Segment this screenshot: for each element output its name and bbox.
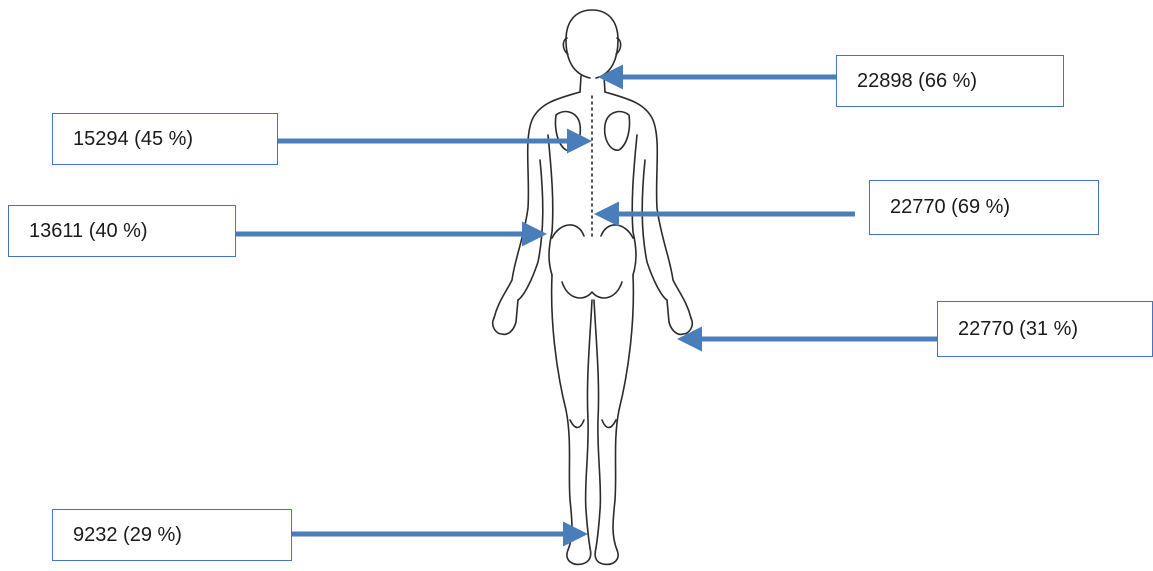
label-ankle-feet: 9232 (29 %) <box>73 524 182 547</box>
label-lower-back: 22770 (69 %) <box>890 196 1010 219</box>
label-elbow: 13611 (40 %) <box>29 220 148 243</box>
label-box-ankle-feet: 9232 (29 %) <box>52 509 292 561</box>
label-box-lower-back: 22770 (69 %) <box>869 180 1099 235</box>
label-box-shoulder: 15294 (45 %) <box>52 113 278 165</box>
label-box-neck: 22898 (66 %) <box>836 55 1064 107</box>
label-wrist-hand: 22770 (31 %) <box>958 318 1078 341</box>
label-box-elbow: 13611 (40 %) <box>8 205 236 257</box>
label-neck: 22898 (66 %) <box>857 70 977 93</box>
label-shoulder: 15294 (45 %) <box>73 128 193 151</box>
human-back-view-figure <box>493 10 693 564</box>
label-box-wrist-hand: 22770 (31 %) <box>937 301 1153 357</box>
